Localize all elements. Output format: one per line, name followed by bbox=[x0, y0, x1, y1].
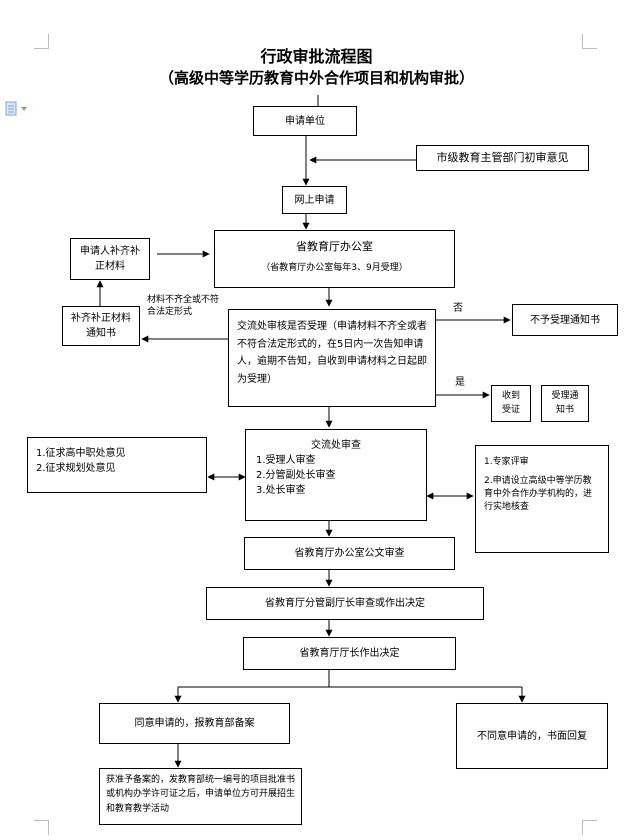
provincial-office-box: 省教育厅办公室 （省教育厅办公室每年3、9月受理） bbox=[214, 230, 455, 288]
applicant-box: 申请单位 bbox=[253, 106, 357, 136]
online-apply-box: 网上申请 bbox=[282, 186, 347, 214]
expert-review-item-1: 1.专家评审 bbox=[484, 457, 529, 467]
no-branch-label: 否 bbox=[453, 303, 463, 314]
expert-review-item-2: 2.申请设立高级中等学历教育中外合作办学机构的，进行实地核查 bbox=[484, 476, 593, 513]
consult-item-1: 1.征求高中职处意见 bbox=[36, 448, 126, 459]
approve-box: 同意申请的，报教育部备案 bbox=[99, 703, 290, 744]
receipt-box: 收到受证 bbox=[491, 385, 531, 422]
supplement-materials-box: 申请人补齐补正材料 bbox=[70, 238, 150, 280]
supplement-notice-box: 补齐补正材料通知书 bbox=[62, 306, 140, 346]
corner-mark-bottom-left bbox=[34, 820, 49, 835]
acceptance-check-box: 交流处审核是否受理（申请材料不齐全或者不符合法定形式的，在5日内一次告知申请人，… bbox=[228, 309, 436, 407]
corner-mark-bottom-right bbox=[582, 820, 597, 835]
accept-notice-box: 受理通知书 bbox=[541, 385, 589, 422]
yes-branch-label: 是 bbox=[455, 377, 465, 388]
deputy-review-box: 省教育厅分管副厅长审查或作出决定 bbox=[206, 587, 484, 620]
director-decision-box: 省教育厅厅长作出决定 bbox=[243, 637, 456, 670]
document-dropdown-icon[interactable] bbox=[4, 101, 34, 117]
expert-review-box: 1.专家评审 2.申请设立高级中等学历教育中外合作办学机构的，进行实地核查 bbox=[475, 445, 609, 553]
provincial-office-note: （省教育厅办公室每年3、9月受理） bbox=[261, 263, 408, 273]
office-doc-review-box: 省教育厅办公室公文审查 bbox=[244, 537, 455, 570]
division-review-item-1: 1.受理人审查 bbox=[256, 455, 316, 466]
final-outcome-box: 获准予备案的，发教育部统一编号的项目批准书或机构办学许可证之后，申请单位方可开展… bbox=[99, 768, 302, 825]
division-review-box: 交流处审查 1.受理人审查 2.分管副处长审查 3.处长审查 bbox=[245, 429, 427, 521]
division-review-item-3: 3.处长审查 bbox=[256, 485, 306, 496]
incomplete-materials-label: 材料不齐全或不符合法定形式 bbox=[147, 295, 220, 318]
diagram-subtitle: （高级中等学历教育中外合作项目和机构审批） bbox=[158, 69, 474, 87]
diagram-title: 行政审批流程图 bbox=[260, 47, 373, 66]
provincial-office-name: 省教育厅办公室 bbox=[296, 240, 373, 253]
consult-item-2: 2.征求规划处意见 bbox=[36, 463, 116, 474]
corner-mark-top-left bbox=[34, 34, 49, 49]
disapprove-box: 不同意申请的，书面回复 bbox=[456, 703, 608, 769]
city-opinion-box: 市级教育主管部门初审意见 bbox=[416, 145, 589, 171]
consult-box: 1.征求高中职处意见 2.征求规划处意见 bbox=[27, 437, 207, 493]
division-review-item-2: 2.分管副处长审查 bbox=[256, 470, 336, 481]
reject-notice-box: 不予受理通知书 bbox=[512, 304, 618, 336]
division-review-title: 交流处审查 bbox=[311, 440, 361, 451]
corner-mark-top-right bbox=[582, 34, 597, 49]
